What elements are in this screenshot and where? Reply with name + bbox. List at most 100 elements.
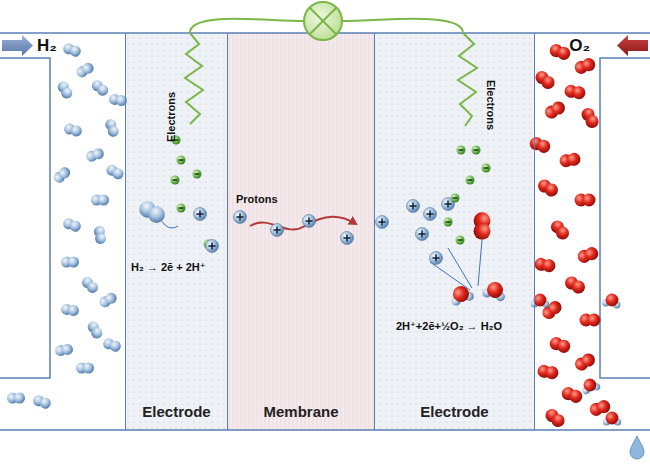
hydrogen-molecule — [32, 394, 53, 410]
hydrogen-atom — [38, 396, 52, 410]
water-molecule — [603, 412, 621, 426]
hydrogen-atom — [145, 203, 168, 226]
hydrogen-atom — [98, 195, 109, 206]
electron — [456, 236, 465, 245]
band-label: Electrode — [420, 403, 488, 430]
reaction-pointer — [160, 218, 482, 290]
band-label: Electrode — [142, 403, 210, 430]
proton — [194, 208, 207, 221]
oxygen-atom — [485, 280, 505, 300]
band-label: Membrane — [263, 403, 338, 430]
oxygen-molecule — [564, 84, 587, 100]
oxygen-molecule — [548, 42, 572, 61]
oxygen-atom — [582, 377, 598, 393]
hydrogen-molecule — [74, 61, 95, 80]
oxygen-atom — [535, 138, 552, 155]
oxygen-molecule — [528, 135, 552, 154]
hydrogen-atom — [81, 61, 96, 76]
molecules — [7, 42, 622, 430]
current-collector-zigzag — [185, 33, 203, 124]
hydrogen-molecule — [54, 343, 74, 357]
oxygen-atom — [583, 245, 600, 262]
oxygen-molecule — [579, 106, 601, 131]
hydrogen-molecule — [136, 198, 168, 226]
water-molecule — [602, 292, 623, 309]
hydrogen-atom — [104, 291, 119, 306]
flow-label: Electrons — [165, 92, 177, 142]
oxygen-atom — [580, 351, 598, 369]
water-drop — [630, 436, 644, 459]
oxygen-atom — [539, 73, 557, 91]
proton — [303, 215, 316, 228]
oxygen-molecule — [533, 68, 557, 91]
hydrogen-molecule — [90, 78, 111, 98]
electron — [177, 156, 186, 165]
hydrogen-atom — [95, 83, 110, 98]
oxygen-molecule — [580, 314, 601, 327]
proton — [416, 228, 429, 241]
oxygen-molecule — [563, 274, 588, 296]
oxygen-atom — [549, 411, 567, 429]
hydrogen-molecule — [102, 337, 123, 353]
proton — [234, 211, 247, 224]
oxygen-atom — [474, 223, 491, 240]
proton — [424, 208, 437, 221]
electron — [472, 146, 481, 155]
hydrogen-molecule — [104, 163, 125, 182]
oxygen-molecule — [548, 218, 571, 242]
oxygen-atom — [571, 85, 586, 100]
water-molecule — [531, 294, 549, 308]
hydrogen-atom — [59, 86, 74, 101]
electron — [193, 170, 202, 179]
reaction-equation: H₂ → 2ē + 2H⁺ — [131, 261, 206, 274]
hydrogen-molecule — [63, 122, 83, 137]
water-molecule — [481, 279, 508, 302]
oxygen-atom — [544, 365, 559, 380]
oxygen-atom — [546, 298, 564, 316]
membrane-band: Membrane — [228, 33, 375, 430]
membrane-fill — [228, 33, 375, 430]
oxygen-atom — [588, 314, 601, 327]
oxygen-atom — [451, 284, 472, 305]
electron — [457, 146, 466, 155]
hydrogen-molecule — [61, 257, 79, 268]
hydrogen-atom — [85, 280, 101, 296]
oxygen-molecule — [534, 257, 557, 273]
oxygen-atom — [605, 293, 620, 308]
reaction-equation: 2H⁺+2ē+½O₂ → H₂O — [396, 320, 502, 333]
oxygen-atom — [566, 152, 581, 167]
oxygen-molecule — [543, 99, 568, 121]
electrode-fill — [125, 33, 228, 430]
oxygen-molecule — [537, 364, 560, 380]
oxygen-atom — [606, 412, 619, 425]
oxygen-atom — [553, 224, 571, 242]
gas-label: O₂ — [569, 36, 590, 56]
housing — [0, 33, 650, 430]
proton — [376, 216, 389, 229]
oxygen-atom — [555, 338, 572, 355]
proton — [341, 232, 354, 245]
hydrogen-atom — [108, 339, 122, 353]
hydrogen-atom — [68, 44, 82, 58]
hydrogen-molecule — [97, 291, 118, 310]
electron — [171, 176, 180, 185]
oxygen-atom — [583, 113, 601, 131]
hydrogen-molecule — [52, 165, 73, 185]
hydrogen-molecule — [85, 147, 106, 163]
hydrogen-molecule — [104, 118, 120, 139]
hydrogen-atom — [68, 219, 82, 233]
hydrogen-atom — [106, 124, 120, 138]
hydrogen-atom — [61, 343, 74, 356]
hydrogen-atom — [68, 257, 79, 268]
hydrogen-molecule — [91, 195, 109, 206]
water-molecule — [447, 283, 475, 307]
oxygen-atom — [541, 258, 556, 273]
proton — [407, 200, 420, 213]
oxygen-molecule — [573, 351, 598, 373]
oxygen-molecule — [573, 56, 597, 75]
oxygen-molecule — [576, 245, 600, 264]
oxygen-molecule — [474, 212, 491, 239]
water-molecule — [579, 376, 601, 395]
hydrogen-atom — [57, 165, 72, 180]
